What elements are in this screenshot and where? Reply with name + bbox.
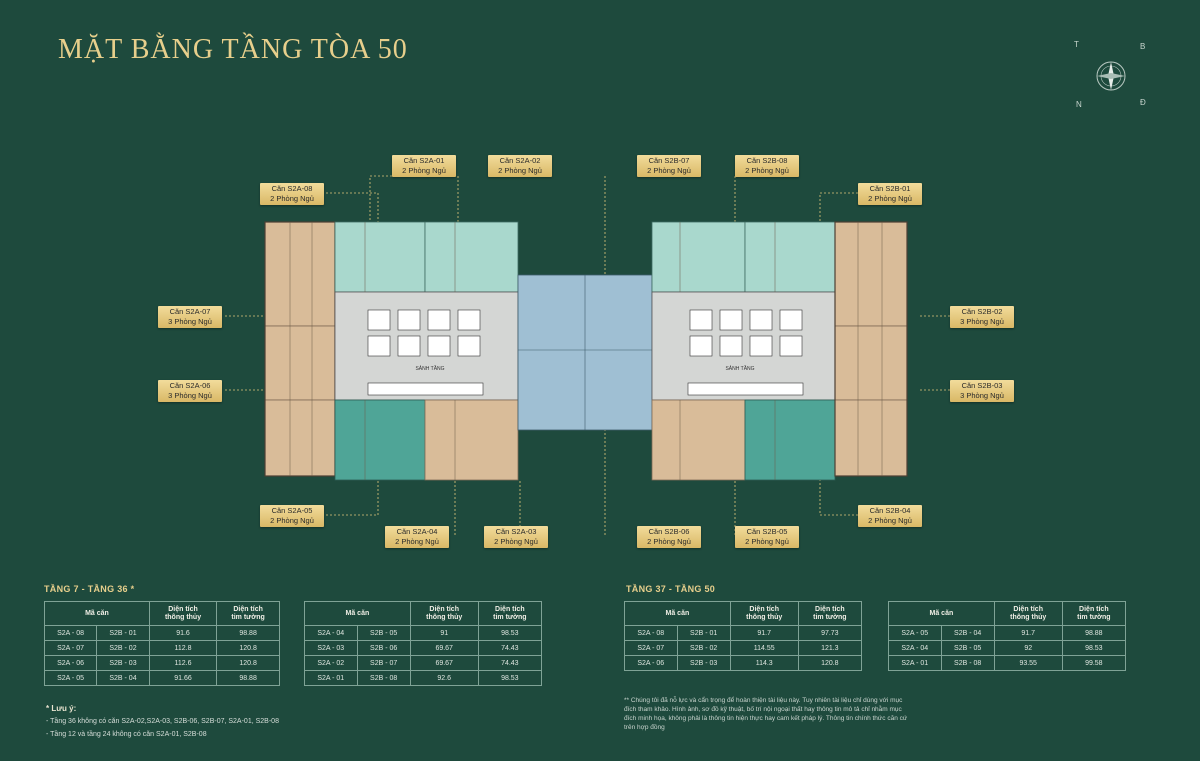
disclaimer: ** Chúng tôi đã nỗ lực và cẩn trọng để h… [624,697,908,731]
lobby-left-label: SẢNH TẦNG [415,365,444,372]
page-title: MẶT BẰNG TẦNG TÒA 50 [58,34,408,65]
note-item: - Tầng 12 và tầng 24 không có căn S2A-01… [46,731,207,738]
note-item: - Tầng 36 không có căn S2A-02,S2A-03, S2… [46,718,279,725]
compass-icon: T B N Đ [1070,40,1160,112]
compass-north-east-letter: B [1140,42,1146,51]
notes: * Lưu ý: - Tầng 36 không có căn S2A-02,S… [46,702,279,741]
header-code: Mã căn [44,601,150,626]
compass-north-west-letter: T [1074,40,1079,49]
notes-title: * Lưu ý: [46,704,77,713]
header-code: Mã căn [624,601,731,626]
header-code: Mã căn [304,601,411,626]
section-title-floors-7-36: TẦNG 7 - TẦNG 36 * [44,584,135,594]
compass-south-west-letter: N [1076,100,1082,109]
section-title-floors-37-50: TẦNG 37 - TẦNG 50 [626,584,716,594]
lobby-right-label: SẢNH TẦNG [725,365,754,372]
compass-south-east-letter: Đ [1140,98,1146,107]
header-code: Mã căn [888,601,995,626]
